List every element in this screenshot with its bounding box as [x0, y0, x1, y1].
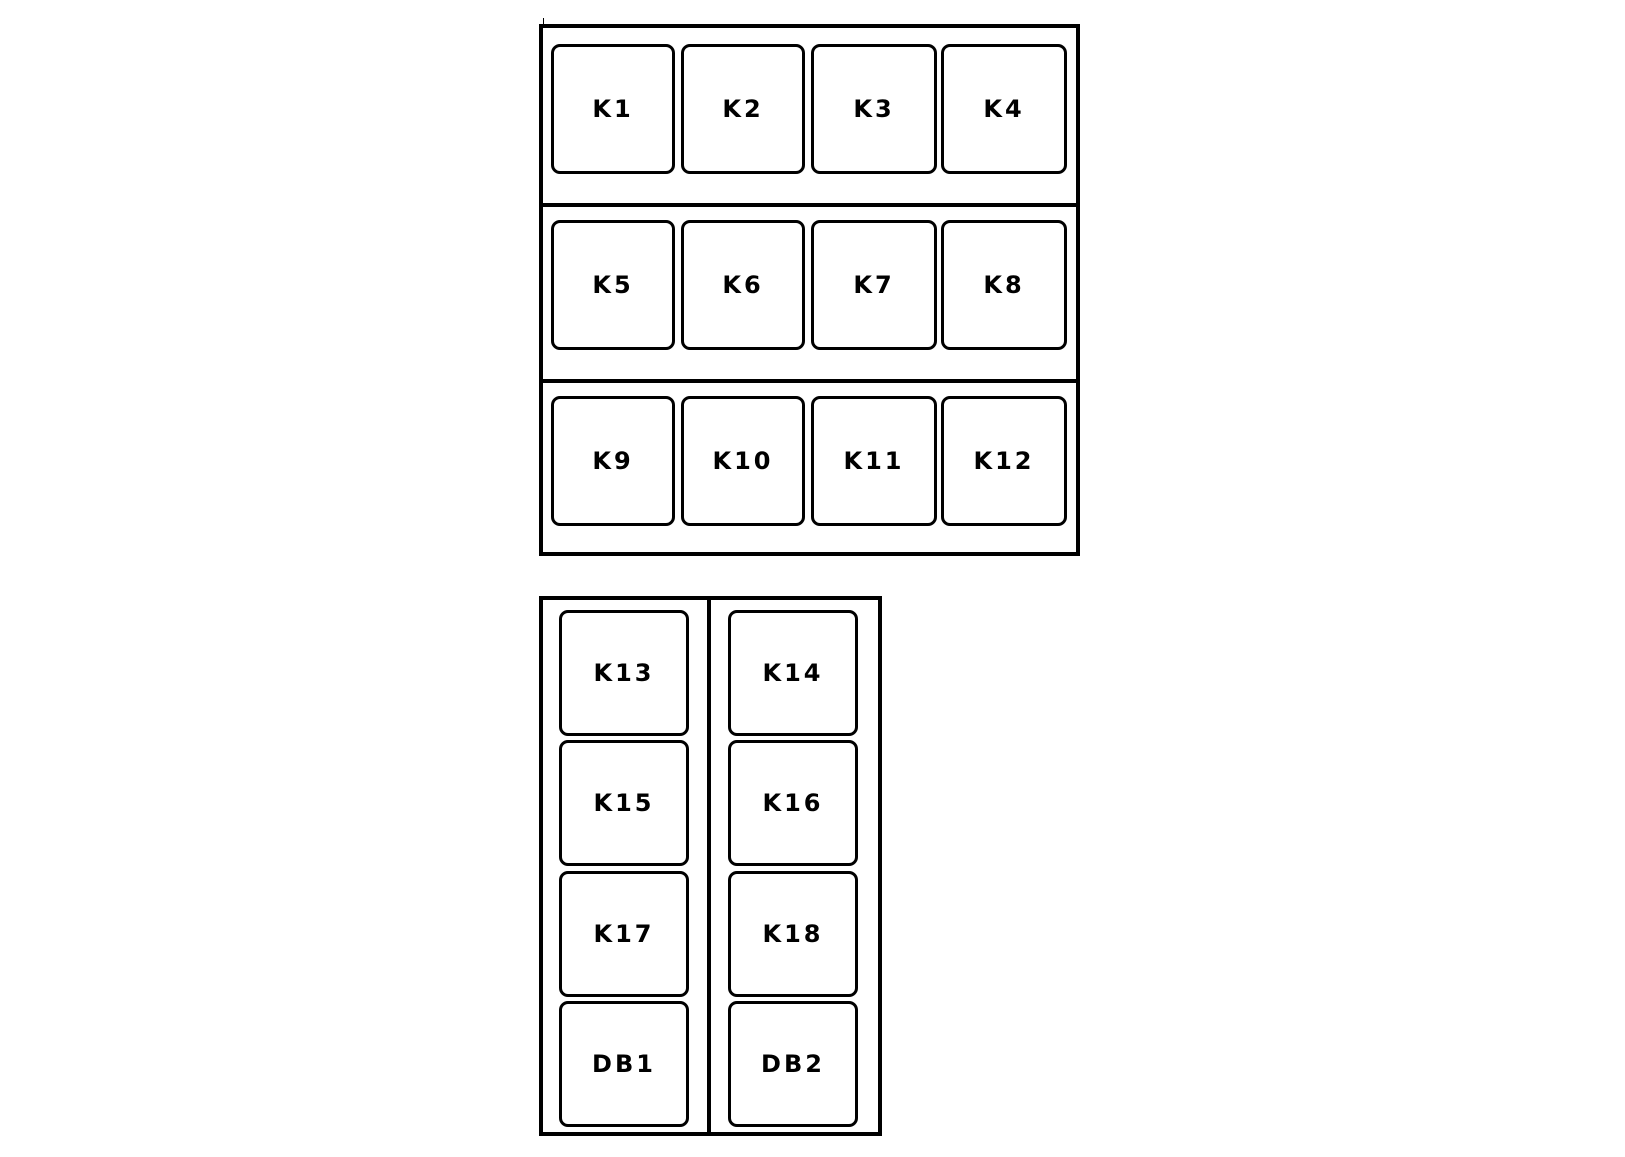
relay-k4: K4 [941, 44, 1067, 174]
relay-k17: K17 [559, 871, 689, 997]
relay-k9: K9 [551, 396, 675, 526]
row-divider [543, 203, 1076, 207]
relay-panel-bottom: K13 K15 K17 DB1 K14 K16 K18 DB2 [539, 596, 882, 1136]
corner-tick-mark [543, 18, 544, 24]
relay-k2: K2 [681, 44, 805, 174]
relay-k5: K5 [551, 220, 675, 350]
relay-k15: K15 [559, 740, 689, 866]
relay-k1: K1 [551, 44, 675, 174]
relay-k14: K14 [728, 610, 858, 736]
relay-panel-top: K1 K2 K3 K4 K5 K6 K7 K8 K9 K10 K11 K12 [539, 24, 1080, 556]
relay-k16: K16 [728, 740, 858, 866]
relay-k12: K12 [941, 396, 1067, 526]
relay-k3: K3 [811, 44, 937, 174]
relay-db1: DB1 [559, 1001, 689, 1127]
relay-k6: K6 [681, 220, 805, 350]
relay-k18: K18 [728, 871, 858, 997]
relay-k8: K8 [941, 220, 1067, 350]
relay-db2: DB2 [728, 1001, 858, 1127]
relay-k7: K7 [811, 220, 937, 350]
relay-k13: K13 [559, 610, 689, 736]
relay-k10: K10 [681, 396, 805, 526]
row-divider [543, 379, 1076, 383]
column-divider [707, 600, 711, 1132]
relay-k11: K11 [811, 396, 937, 526]
